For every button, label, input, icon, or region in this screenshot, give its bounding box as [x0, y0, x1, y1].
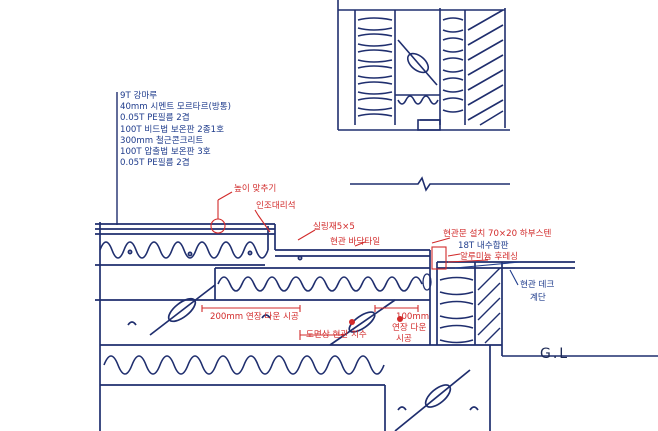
label-extend-down: 연장 다운	[392, 323, 427, 333]
inset-insulation-mid	[442, 17, 464, 113]
insulation-wall	[439, 276, 474, 344]
label-drawing-dim: 도면상 현관 치수	[306, 330, 367, 340]
spec-item: 40mm 시멘트 모르타르(방통)	[120, 102, 232, 113]
label-height-adjust: 높이 맞추기	[234, 184, 277, 194]
label-artificial-marble: 인조대리석	[256, 201, 296, 211]
spec-item: 100T 압출법 보온판 3호	[120, 147, 211, 158]
label-door-install: 현관문 설치 70×20 하부스텐	[443, 229, 552, 239]
wall-hatching	[477, 267, 501, 344]
label-entrance-tile: 현관 바닥타일	[330, 237, 381, 247]
insulation-entrance	[217, 276, 423, 292]
red-annotations	[201, 191, 489, 340]
spec-item: 300mm 철근콘크리트	[120, 135, 204, 146]
label-extend-200: 200mm 연장 다운 시공	[210, 312, 299, 322]
main-section	[95, 222, 658, 431]
label-extend-100: 100mm	[396, 312, 430, 322]
break-line	[350, 176, 510, 192]
inset-detail	[337, 0, 510, 131]
label-waterproof-plywood: 18T 내수합판	[458, 241, 509, 251]
spec-item: 0.05T PE필름 2겹	[120, 158, 190, 169]
label-entrance-deck: 현관 데크	[520, 280, 555, 290]
inset-insulation-left	[357, 17, 393, 117]
label-steps: 계단	[530, 293, 546, 303]
label-sealant: 실링재5×5	[313, 222, 355, 232]
spec-item: 0.05T PE필름 2겹	[120, 113, 190, 124]
insulation-upper-left	[99, 241, 269, 259]
label-construct: 시공	[396, 334, 412, 344]
spec-item: 9T 강마루	[120, 91, 158, 101]
layer-spec-list: 9T 강마루 40mm 시멘트 모르타르(방통) 0.05T PE필름 2겹 1…	[120, 91, 231, 169]
label-aluminum-flashing: 알루미늄 후레싱	[460, 252, 519, 262]
ground-level-label: G.L	[540, 346, 570, 362]
spec-item: 100T 비드법 보온판 2종1호	[120, 124, 225, 135]
insulation-lower	[103, 355, 385, 375]
inset-hatching	[467, 9, 504, 126]
deck-leader	[454, 261, 521, 286]
height-adjust-mark	[210, 218, 226, 234]
